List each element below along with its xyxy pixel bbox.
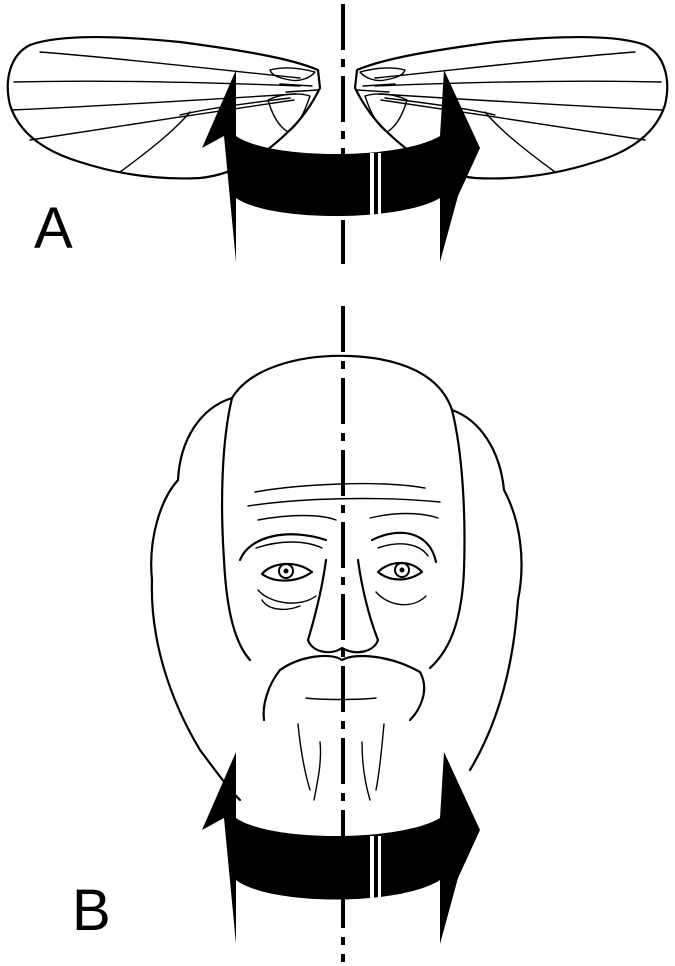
forehead-wrinkle [248, 499, 440, 506]
panel-a: A [8, 4, 667, 264]
panel-label-a: A [34, 196, 73, 261]
forehead-wrinkle [258, 516, 336, 521]
forehead-wrinkle [370, 514, 438, 519]
left-eye [262, 564, 312, 581]
forehead-wrinkle [255, 484, 425, 492]
face-right-edge [430, 410, 465, 668]
moustache [280, 656, 424, 720]
panel-label-b: B [72, 878, 111, 943]
left-brow [240, 534, 326, 560]
face-left-edge [222, 398, 250, 660]
right-eye [378, 563, 422, 580]
panel-b: B [72, 306, 522, 962]
face-drawing [151, 356, 521, 800]
